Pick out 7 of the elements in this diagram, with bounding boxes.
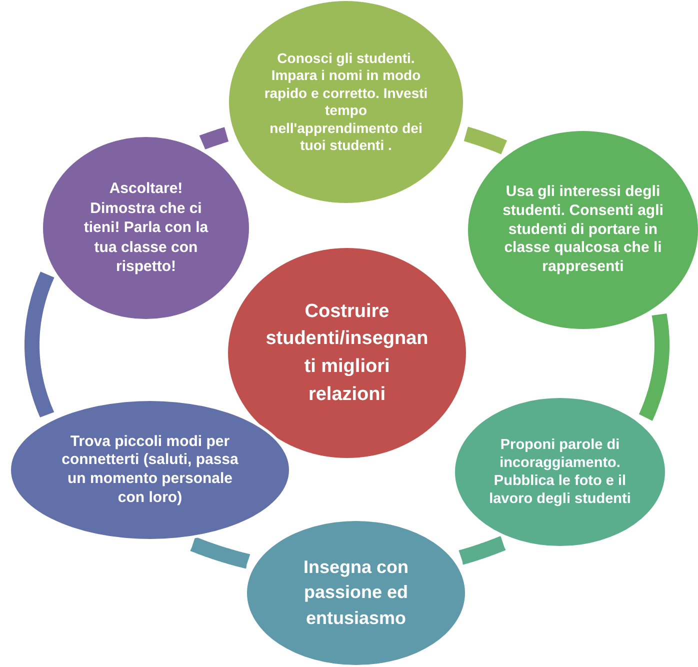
node-text: Costruire studenti/insegnanti migliori relazioni: [264, 300, 430, 407]
node-text: Usa gli interessi degli studenti. Consenti agli studenti di portare in classe qualcosa che li rappresenti: [502, 183, 664, 277]
node-text: Conosci gli studenti. Impara i nomi in modo rapido e corretto. Investi tempo nell'apprendimento dei tuoi studenti .: [264, 50, 428, 154]
node-text: Trova piccoli modi per connetterti (saluti, passa un momento personale con loro): [60, 432, 240, 508]
node-text: Insegna con passione ed entusiasmo: [302, 556, 410, 630]
node-text: Ascoltare! Dimostra che ci tieni! Parla con la tua classe con rispetto!: [82, 179, 210, 277]
node-text: Proponi parole di incoraggiamento. Pubblica le foto e il lavoro degli studenti: [488, 436, 632, 508]
